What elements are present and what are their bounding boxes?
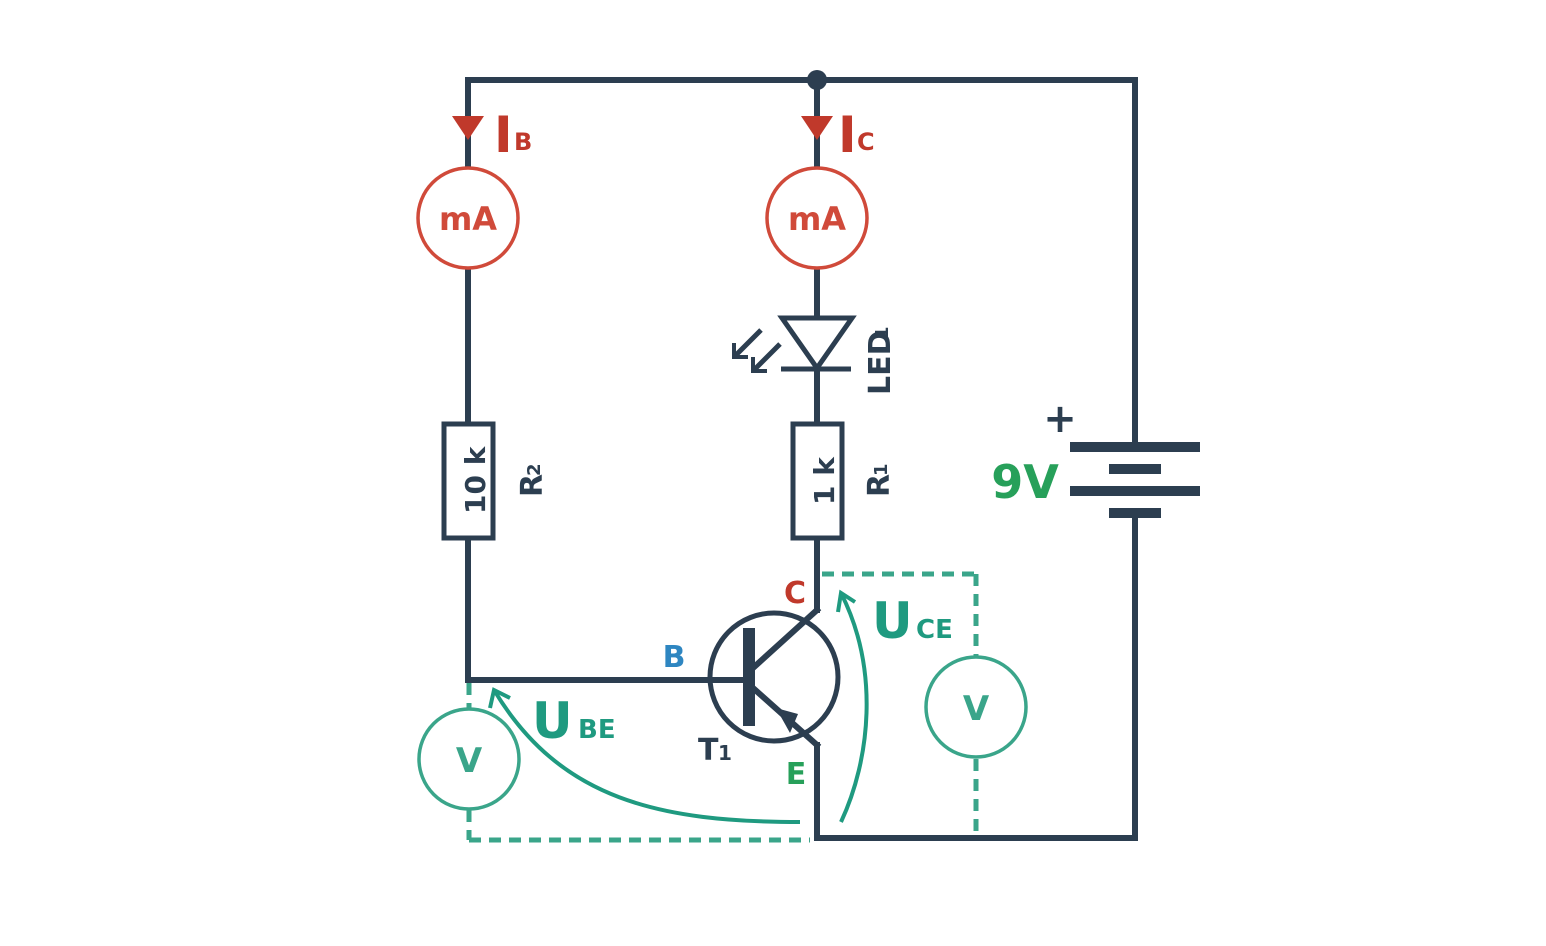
transistor-emitter-arrow-icon [776,708,798,733]
transistor-t1: C B E T 1 [663,576,841,792]
uce-measurement: V U CE [822,571,1028,836]
voltmeter-ube-label: V [456,741,483,781]
led-triangle-icon [777,315,857,373]
label-ic-main: I [838,106,857,164]
resistor-r1-value: 1 k [808,456,841,505]
transistor-name-sub: 1 [718,741,732,765]
transistor-collector-label: C [784,576,806,611]
battery-plate-short-1 [1109,464,1161,474]
resistor-r2: 10 k R 2 [441,421,550,541]
voltmeter-uce-label: V [963,689,990,729]
uce-arrow-path [839,592,869,823]
ammeter-collector-circle [765,166,869,270]
led-light-arrows-icon [732,328,782,373]
uce-label-sub: CE [916,615,953,645]
current-ic: I C [801,106,875,164]
ube-label-sub: BE [578,715,616,745]
resistor-r2-body [441,421,496,541]
resistor-r1-name-sub: 1 [871,463,892,476]
battery-plus-icon: + [1043,396,1077,442]
resistor-r2-name-sub: 2 [524,463,545,476]
current-arrow-ib-icon [452,116,484,140]
led-name: LED 1 [863,326,898,395]
ammeter-base: mA [416,166,520,270]
label-ib-main: I [494,106,513,164]
label-ib-sub: B [514,128,532,156]
resistor-r1-body [790,421,845,541]
wires [465,70,1138,841]
resistor-r2-name-main: R [515,474,550,497]
ube-label-main: U [532,692,573,750]
battery-plate-long-1 [1070,442,1200,452]
ube-measurement: V U BE [417,683,810,843]
battery-plate-short-2 [1109,508,1161,518]
led-name-main: LED [863,330,898,395]
ammeter-base-label: mA [439,200,497,238]
voltmeter-ube-circle [417,707,521,811]
voltmeter-uce-circle [924,655,1028,759]
current-arrow-ic-icon [801,116,833,140]
junction-dot [807,70,827,90]
uce-label-main: U [872,592,913,650]
label-ic-sub: C [857,128,875,156]
ube-arrow-path [492,688,801,824]
transistor-name-main: T [698,733,719,768]
battery-plate-long-2 [1070,486,1200,496]
battery: + 9V [991,396,1200,518]
resistor-r2-value: 10 k [459,445,492,514]
transistor-base-bar [743,628,755,726]
transistor-collector-lead [748,605,822,673]
ammeter-collector: mA [765,166,869,270]
uce-arrowhead-icon [836,589,857,613]
led: LED 1 [732,315,898,395]
resistor-r1-name-main: R [862,474,897,497]
current-ib: I B [452,106,532,164]
ube-arrowhead-icon [488,687,511,709]
transistor-emitter-label: E [786,757,807,792]
ammeter-base-circle [416,166,520,270]
transistor-base-label: B [663,640,686,675]
battery-voltage-label: 9V [991,455,1059,509]
resistor-r1: 1 k R 1 [790,421,897,541]
ammeter-collector-label: mA [788,200,846,238]
led-name-sub: 1 [872,326,893,339]
